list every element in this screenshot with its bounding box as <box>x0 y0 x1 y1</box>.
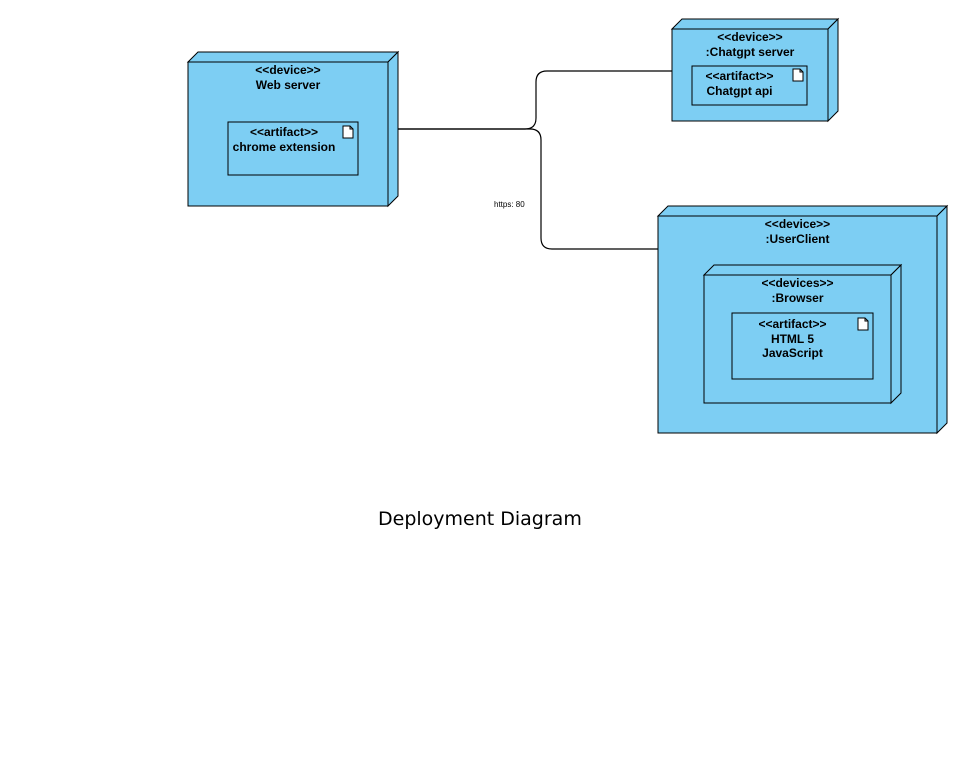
chatgpt-server-stereotype: <<device>> <box>717 30 783 44</box>
user-client-node-side <box>936 204 948 435</box>
browser-node-top <box>702 264 903 276</box>
browser-name: :Browser <box>771 291 824 305</box>
web-server-node-top <box>186 51 400 63</box>
chrome-extension-stereotype: <<artifact>> <box>249 125 319 139</box>
document-icon <box>857 317 869 331</box>
html5-artifact-line2: JavaScript <box>762 346 823 360</box>
chatgpt-server-node-top <box>670 18 840 30</box>
web-server-node-side <box>387 50 399 208</box>
html5-artifact-box[interactable] <box>731 312 874 380</box>
document-icon <box>342 125 354 139</box>
chatgpt-server-name: :Chatgpt server <box>705 45 795 59</box>
html5-artifact-line1: HTML 5 <box>770 332 815 346</box>
chatgpt-api-artifact-box[interactable] <box>691 65 808 106</box>
user-client-stereotype: <<device>> <box>764 217 831 231</box>
chrome-extension-artifact-box[interactable] <box>227 121 359 176</box>
web-server-name: Web server <box>255 78 321 92</box>
chrome-extension-name: chrome extension <box>232 140 336 154</box>
html5-artifact-stereotype: <<artifact>> <box>758 317 827 331</box>
browser-node-side <box>890 263 902 405</box>
web-server-stereotype: <<device>> <box>255 63 321 77</box>
chatgpt-api-name: Chatgpt api <box>706 84 773 98</box>
chatgpt-api-stereotype: <<artifact>> <box>705 69 774 83</box>
document-icon <box>792 68 804 82</box>
connector-web-to-userclient[interactable] <box>398 128 658 250</box>
connector-web-to-chatgpt[interactable] <box>398 70 672 130</box>
user-client-node-top <box>656 205 949 217</box>
diagram-title: Deployment Diagram <box>378 508 582 530</box>
chatgpt-server-node-side <box>827 17 839 123</box>
user-client-name: :UserClient <box>765 232 830 246</box>
connection-label: https: 80 <box>494 200 525 209</box>
browser-stereotype: <<devices>> <box>761 276 834 290</box>
